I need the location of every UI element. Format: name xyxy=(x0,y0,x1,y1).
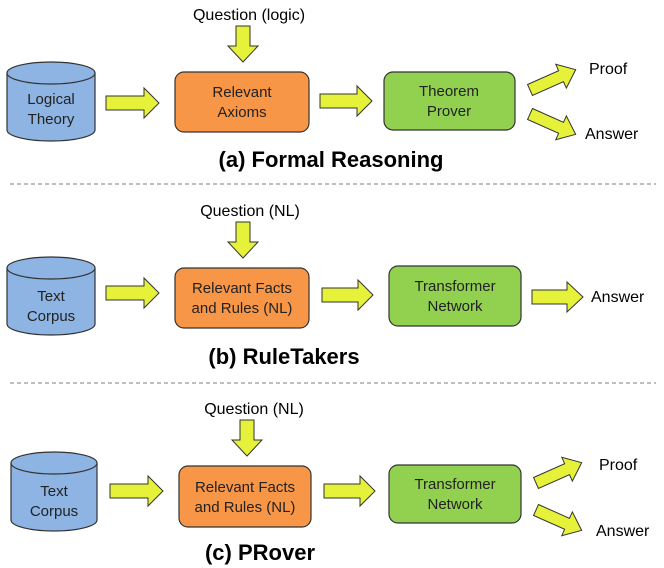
relevant-label-line2: Axioms xyxy=(217,104,266,121)
panel-ruletakers: Question (NL) Text Corpus Relevant Facts… xyxy=(6,203,645,369)
output-proof-label: Proof xyxy=(599,457,638,474)
output-answer-label: Answer xyxy=(591,289,645,306)
model-label-line2: Network xyxy=(427,496,483,513)
model-label-line2: Prover xyxy=(427,103,471,120)
panel-title: (c) PRover xyxy=(205,540,315,565)
source-label-line2: Corpus xyxy=(30,503,78,520)
arrow-to-proof xyxy=(526,63,577,97)
transformer-network-box: Transformer Network xyxy=(388,464,522,524)
arrow-to-answer xyxy=(526,107,577,141)
relevant-label-line1: Relevant xyxy=(212,84,272,101)
model-label-line1: Transformer xyxy=(414,476,495,493)
panel-title: (b) RuleTakers xyxy=(208,344,359,369)
text-corpus-cylinder: Text Corpus xyxy=(6,256,96,336)
model-label-line1: Transformer xyxy=(414,278,495,295)
source-label-line1: Logical xyxy=(27,91,75,108)
relevant-label-line1: Relevant Facts xyxy=(195,479,295,496)
question-label: Question (NL) xyxy=(204,401,304,418)
question-arrow xyxy=(230,419,264,457)
arrow-relevant-to-model xyxy=(321,278,374,312)
relevant-facts-rules-box: Relevant Facts and Rules (NL) xyxy=(174,267,310,329)
arrow-source-to-relevant xyxy=(105,86,160,120)
panel-title: (a) Formal Reasoning xyxy=(219,147,444,172)
relevant-label-line1: Relevant Facts xyxy=(192,280,292,297)
source-label-line1: Text xyxy=(37,288,65,305)
output-proof-label: Proof xyxy=(589,61,628,78)
relevant-label-line2: and Rules (NL) xyxy=(195,499,296,516)
panel-formal-reasoning: Question (logic) Logical Theory Relevant… xyxy=(6,7,639,172)
theorem-prover-box: Theorem Prover xyxy=(383,71,516,131)
model-label-line2: Network xyxy=(427,298,483,315)
model-label-line1: Theorem xyxy=(419,83,479,100)
relevant-facts-rules-box: Relevant Facts and Rules (NL) xyxy=(178,465,312,528)
panel-prover: Question (NL) Text Corpus Relevant Facts… xyxy=(10,401,650,565)
arrow-to-proof xyxy=(532,456,583,490)
transformer-network-box: Transformer Network xyxy=(388,265,522,327)
text-corpus-cylinder: Text Corpus xyxy=(10,451,98,532)
question-arrow xyxy=(226,25,260,63)
arrow-relevant-to-model xyxy=(319,84,373,118)
source-label-line1: Text xyxy=(40,483,68,500)
question-label: Question (logic) xyxy=(193,7,305,24)
arrow-source-to-relevant xyxy=(105,276,160,310)
relevant-label-line2: and Rules (NL) xyxy=(192,300,293,317)
relevant-axioms-box: Relevant Axioms xyxy=(174,71,310,133)
question-arrow xyxy=(226,221,260,259)
source-label-line2: Corpus xyxy=(27,308,75,325)
output-answer-label: Answer xyxy=(585,126,639,143)
question-label: Question (NL) xyxy=(200,203,300,220)
arrow-source-to-relevant xyxy=(109,474,164,508)
arrow-to-answer xyxy=(532,503,583,537)
logical-theory-cylinder: Logical Theory xyxy=(6,61,96,142)
source-label-line2: Theory xyxy=(28,111,75,128)
arrow-to-answer xyxy=(531,280,584,314)
arrow-relevant-to-model xyxy=(323,474,376,508)
output-answer-label: Answer xyxy=(596,523,650,540)
